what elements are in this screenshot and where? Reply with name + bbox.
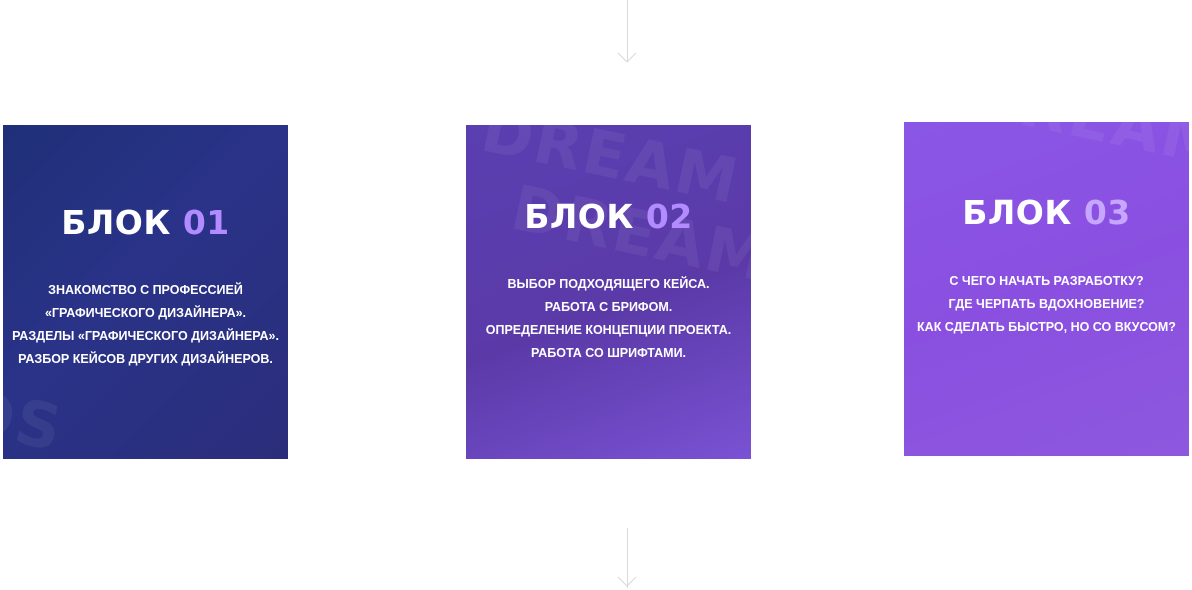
card-text-line: ГДЕ ЧЕРПАТЬ ВДОХНОВЕНИЕ? (948, 297, 1145, 311)
card-description: ЗНАКОМСТВО С ПРОФЕССИЕЙ «ГРАФИЧЕСКОГО ДИ… (3, 279, 288, 371)
card-text-line: КАК СДЕЛАТЬ БЫСТРО, НО СО ВКУСОМ? (917, 320, 1176, 334)
card-title: БЛОК 02 (466, 200, 751, 233)
card-title: БЛОК 01 (3, 206, 288, 239)
card-title-number: 03 (1083, 193, 1131, 232)
card-text-line: РАБОТА С БРИФОМ. (544, 300, 673, 314)
arrow-head (617, 52, 637, 63)
card-text-line: РАБОТА СО ШРИФТАМИ. (530, 346, 687, 360)
card-title-word: БЛОК (962, 193, 1072, 232)
card-title-word: БЛОК (524, 197, 634, 236)
card-description: ВЫБОР ПОДХОДЯЩЕГО КЕЙСА. РАБОТА С БРИФОМ… (466, 273, 751, 365)
block-card-02: DREAM DREAM БЛОК 02 ВЫБОР ПОДХОДЯЩЕГО КЕ… (466, 125, 751, 459)
card-title-word: БЛОК (61, 203, 171, 242)
arrow-line (627, 528, 628, 588)
card-text-line: ЗНАКОМСТВО С ПРОФЕССИЕЙ (48, 283, 243, 297)
card-text-line: РАЗБОР КЕЙСОВ ДРУГИХ ДИЗАЙНЕРОВ. (18, 352, 273, 366)
arrow-head (617, 576, 637, 587)
card-text-line: ОПРЕДЕЛЕНИЕ КОНЦЕПЦИИ ПРОЕКТА. (485, 323, 732, 337)
card-title-number: 01 (182, 203, 230, 242)
block-card-01: DS БЛОК 01 ЗНАКОМСТВО С ПРОФЕССИЕЙ «ГРАФ… (3, 125, 288, 459)
card-watermark: DREAM (961, 122, 1189, 181)
card-title: БЛОК 03 (904, 196, 1189, 229)
card-title-number: 02 (645, 197, 693, 236)
card-description: С ЧЕГО НАЧАТЬ РАЗРАБОТКУ? ГДЕ ЧЕРПАТЬ ВД… (904, 270, 1189, 339)
card-text-line: РАЗДЕЛЫ «ГРАФИЧЕСКОГО ДИЗАЙНЕРА». (12, 329, 279, 343)
card-watermark: DS (3, 373, 70, 459)
card-text-line: «ГРАФИЧЕСКОГО ДИЗАЙНЕРА». (44, 306, 247, 320)
card-text-line: ВЫБОР ПОДХОДЯЩЕГО КЕЙСА. (507, 277, 710, 291)
arrow-line (627, 0, 628, 62)
arrow-down-icon (613, 528, 643, 590)
block-card-03: DREAM БЛОК 03 С ЧЕГО НАЧАТЬ РАЗРАБОТКУ? … (904, 122, 1189, 456)
arrow-down-icon (613, 0, 643, 64)
card-text-line: С ЧЕГО НАЧАТЬ РАЗРАБОТКУ? (949, 274, 1144, 288)
